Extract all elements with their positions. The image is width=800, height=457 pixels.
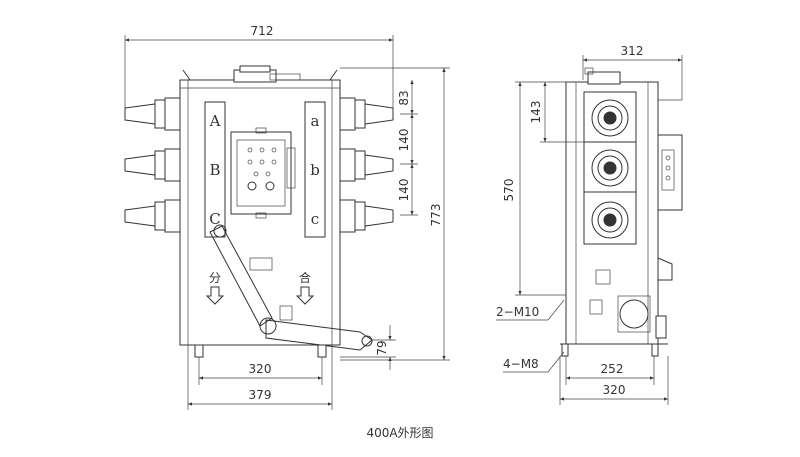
bushings-right — [339, 97, 394, 233]
open-arrow-icon — [205, 286, 225, 305]
control-panel — [230, 131, 292, 215]
dim-570: 570 — [502, 179, 516, 202]
phase-label-A: A — [209, 112, 221, 130]
side-port-circle — [619, 299, 649, 329]
front-view: 712 A B C a b c — [124, 24, 450, 410]
dim-379: 379 — [249, 388, 272, 402]
side-bushing-stack — [583, 91, 637, 245]
dim-252: 252 — [601, 362, 624, 376]
bolt-m8-label: 4−M8 — [503, 357, 539, 371]
dim-143: 143 — [529, 101, 543, 124]
dim-773: 773 — [429, 204, 443, 227]
bushings-left — [124, 97, 181, 233]
close-arrow-icon — [295, 286, 315, 305]
dim-312: 312 — [621, 44, 644, 58]
dim-712: 712 — [251, 24, 274, 38]
dim-320-side: 320 — [603, 383, 626, 397]
dim-79: 79 — [375, 340, 389, 355]
phase-label-a: a — [311, 112, 320, 130]
dim-140-a: 140 — [397, 129, 411, 152]
dim-140-b: 140 — [397, 179, 411, 202]
dim-320-front: 320 — [249, 362, 272, 376]
phase-label-C: C — [209, 210, 220, 228]
side-view: 312 — [496, 44, 683, 405]
figure-caption: 400A外形图 — [366, 426, 434, 440]
phase-label-c: c — [311, 210, 319, 228]
phase-bar-right — [304, 101, 326, 238]
label-open: 分 — [209, 271, 221, 285]
bolt-m10-label: 2−M10 — [496, 305, 539, 319]
phase-bar-left — [204, 101, 226, 238]
side-terminal-box — [657, 134, 683, 211]
dim-83: 83 — [397, 90, 411, 105]
label-close: 合 — [299, 270, 311, 285]
phase-label-b: b — [310, 161, 320, 179]
phase-label-B: B — [209, 161, 220, 179]
operating-handle — [209, 224, 373, 351]
